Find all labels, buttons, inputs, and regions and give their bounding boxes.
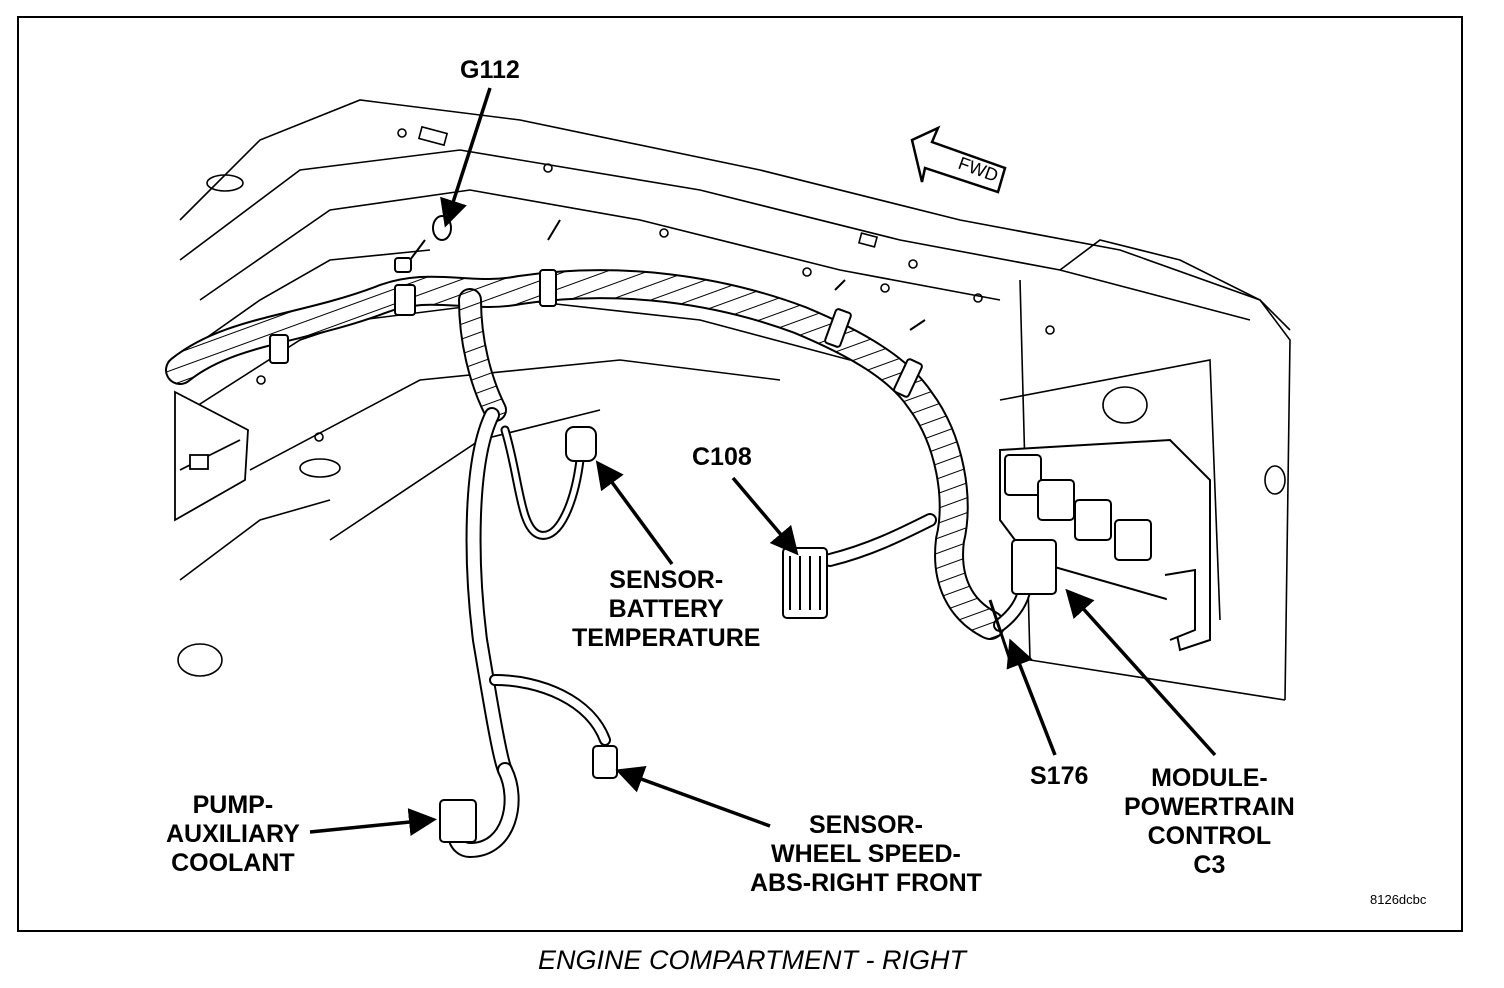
pump-connector [439,799,477,843]
callout-battery-temperature-sensor: SENSOR- BATTERY TEMPERATURE [572,566,761,652]
diagram-frame [17,16,1463,932]
callout-pcm-c3: MODULE- POWERTRAIN CONTROL C3 [1124,764,1295,879]
battery-temp-connector [565,426,597,462]
battery-tray [174,390,249,522]
callout-auxiliary-coolant-pump: PUMP- AUXILIARY COOLANT [166,791,300,877]
callout-g112: G112 [460,56,520,84]
c108-connector [782,547,828,619]
wiring-harness [165,269,1034,858]
wheel-speed-connector [592,745,618,779]
leader-lines [309,87,1217,837]
pcm-module [999,438,1211,652]
image-code: 8126dcbc [1370,892,1427,907]
connectors [439,426,1057,843]
figure-caption: ENGINE COMPARTMENT - RIGHT [537,945,966,975]
fwd-arrow-icon [910,125,1007,194]
callout-s176: S176 [1030,762,1089,790]
pcm-c3-connector [1011,539,1057,595]
callout-c108: C108 [692,443,752,471]
callout-wheel-speed-sensor: SENSOR- WHEEL SPEED- ABS-RIGHT FRONT [750,811,982,897]
